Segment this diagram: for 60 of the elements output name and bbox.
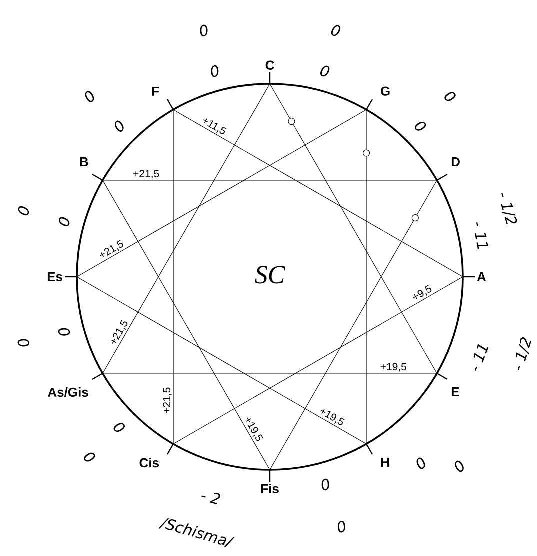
note-label: D (452, 158, 460, 166)
chord-line (270, 220, 414, 470)
interval-value: - 2 (202, 493, 220, 504)
chord-line (173, 110, 464, 278)
interval-value: 0 (414, 122, 426, 131)
interval-value: - 1/2 (501, 193, 518, 224)
interval-value: 0 (114, 423, 125, 432)
interval-value: 0 (416, 458, 426, 470)
edge-label: +19,5 (246, 418, 264, 442)
interval-value: 0 (455, 460, 464, 472)
chord-line (76, 276, 367, 444)
chord-line (102, 180, 438, 181)
note-label: E (452, 388, 460, 396)
interval-value: 0 (211, 65, 219, 78)
interval-value: 0 (85, 91, 94, 102)
interval-value: 0 (58, 328, 70, 336)
chord-line (102, 84, 270, 374)
chord-line (102, 373, 438, 374)
interval-value: 0 (444, 92, 456, 102)
interval-value: 0 (18, 339, 30, 347)
chord-line (76, 110, 367, 278)
interval-value: 0 (320, 66, 330, 77)
interval-value: 0 (58, 217, 70, 226)
interval-value: - 1/2 (516, 338, 532, 370)
interval-value: 0 (200, 24, 208, 37)
interval-value: 0 (18, 206, 30, 216)
chord-line (173, 110, 174, 444)
chord-line (416, 180, 438, 216)
chord-line (173, 276, 464, 444)
chord-line (366, 110, 367, 150)
edge-label: +21,5 (134, 170, 160, 179)
interval-value: - 11 (474, 222, 489, 249)
center-label: SC (255, 266, 286, 284)
chord-line (270, 84, 290, 119)
edge-label: +19,5 (320, 409, 345, 426)
interval-value: 0 (331, 25, 341, 36)
note-label: B (80, 158, 88, 166)
note-label: F (152, 86, 160, 96)
edge-label: +9,5 (413, 285, 432, 300)
note-label: Cis (140, 458, 159, 468)
interval-value: 0 (322, 478, 330, 491)
edge-label: +21,5 (100, 240, 124, 258)
edge-label: +21,5 (111, 320, 128, 344)
interval-value: 0 (114, 120, 124, 132)
note-label: Es (48, 272, 62, 282)
interval-value: 0 (338, 521, 346, 533)
note-label: C (266, 60, 274, 70)
edge-label: +11,5 (204, 118, 227, 134)
chord-line (293, 124, 438, 374)
note-label: H (381, 458, 389, 468)
note-label: As/Gis (48, 388, 88, 398)
edge-label: +19,5 (380, 363, 406, 372)
chord-line (366, 156, 367, 444)
edge-label: +21,5 (163, 388, 172, 414)
note-label: G (381, 86, 390, 96)
chord-line (102, 180, 270, 470)
interval-value: 0 (84, 452, 96, 462)
note-label: Fis (261, 484, 279, 494)
interval-value: - 11 (474, 344, 489, 372)
note-label: A (477, 272, 486, 282)
